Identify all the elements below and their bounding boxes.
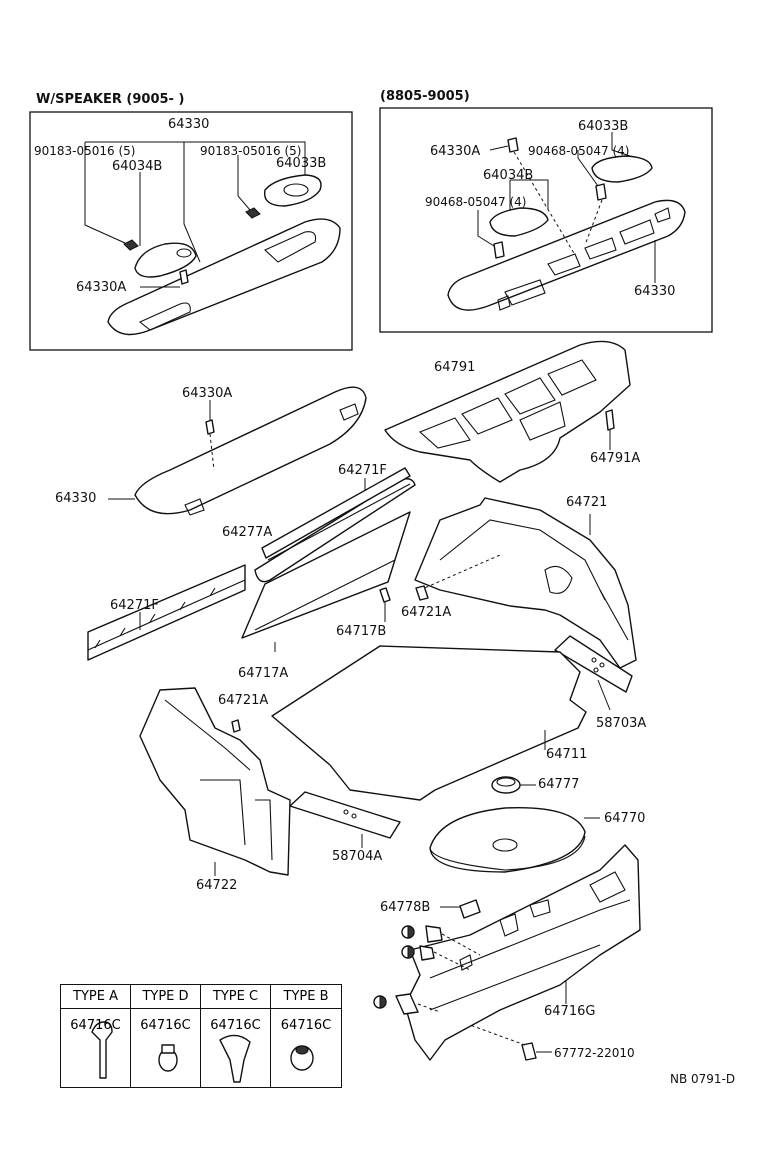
pad-64778B — [440, 899, 481, 919]
type-header-c: TYPE C — [201, 985, 270, 1009]
part-label-64778B: 64778B — [380, 900, 431, 915]
type-header-b: TYPE B — [271, 985, 341, 1009]
type-column-a: TYPE A 64716C — [61, 985, 131, 1087]
strip-64271F-upper — [254, 467, 416, 583]
part-label-64034B-earlier: 64034B — [483, 168, 534, 183]
w-speaker-package-tray — [84, 141, 341, 336]
strip-58704A — [289, 791, 401, 848]
type-part-b: 64716C — [280, 1018, 332, 1033]
part-label-64330: 64330 — [55, 491, 97, 506]
type-column-d: TYPE D 64716C — [131, 985, 201, 1087]
part-label-64721: 64721 — [566, 495, 608, 510]
part-label-64721A-left: 64721A — [218, 693, 269, 708]
part-label-64034B-speaker: 64034B — [112, 159, 163, 174]
type-column-c: TYPE C 64716C — [201, 985, 271, 1087]
part-label-67772: 67772-22010 — [554, 1046, 635, 1060]
side-trim-64722 — [139, 687, 291, 876]
strip-58703A — [554, 635, 633, 711]
rear-trim-64716G — [404, 844, 641, 1061]
earlier-package-tray — [447, 132, 686, 311]
part-label-90468-top: 90468-05047 (4) — [528, 144, 630, 158]
side-trim-64721 — [414, 497, 637, 669]
part-label-90468-left: 90468-05047 (4) — [425, 195, 527, 209]
part-label-64716G: 64716G — [544, 1004, 596, 1019]
type-header-d: TYPE D — [131, 985, 200, 1009]
board-64717A — [241, 511, 411, 652]
part-label-64330A-earlier: 64330A — [430, 144, 481, 159]
part-label-64033B-speaker: 64033B — [276, 156, 327, 171]
part-label-64330A-speaker: 64330A — [76, 280, 127, 295]
type-column-b: TYPE B 64716C — [271, 985, 341, 1087]
clip-type-table: TYPE A 64716C TYPE D 64716C TYPE C 64716… — [60, 984, 342, 1088]
type-part-a: 64716C — [70, 1018, 121, 1033]
panel-64791 — [384, 340, 631, 483]
part-label-64791: 64791 — [434, 360, 476, 375]
part-label-64717B: 64717B — [336, 624, 387, 639]
part-label-64717A: 64717A — [238, 666, 289, 681]
drawing-code: NB 0791-D — [670, 1072, 736, 1086]
part-label-58703A: 58703A — [596, 716, 647, 731]
w-speaker-box-title: W/SPEAKER (9005- ) — [36, 92, 185, 107]
mat-64711 — [271, 645, 587, 801]
part-label-64330-earlier: 64330 — [634, 284, 676, 299]
part-label-64271F-upper: 64271F — [338, 463, 387, 478]
part-label-90183-right: 90183-05016 (5) — [200, 144, 302, 158]
cover-64770 — [429, 807, 600, 873]
part-label-64330-speaker: 64330 — [168, 117, 210, 132]
earlier-box-title: (8805-9005) — [380, 89, 470, 104]
part-label-64770: 64770 — [604, 811, 646, 826]
part-label-90183-left: 90183-05016 (5) — [34, 144, 136, 158]
part-label-64711: 64711 — [546, 747, 588, 762]
part-label-58704A: 58704A — [332, 849, 383, 864]
part-label-64277A: 64277A — [222, 525, 273, 540]
type-header-a: TYPE A — [61, 985, 130, 1009]
w-speaker-frame — [29, 111, 353, 351]
type-clip-drawings — [91, 1021, 314, 1083]
part-label-64033B-earlier: 64033B — [578, 119, 629, 134]
clips-rear — [373, 925, 552, 1061]
part-label-64330A: 64330A — [182, 386, 233, 401]
earlier-frame — [379, 107, 713, 333]
package-tray-64330 — [108, 386, 367, 516]
type-part-c: 64716C — [210, 1018, 261, 1033]
strip-64271F-left — [87, 564, 246, 661]
part-label-64777: 64777 — [538, 777, 580, 792]
plug-64777 — [491, 776, 536, 794]
part-label-64722: 64722 — [196, 878, 238, 893]
part-label-64271F-left: 64271F — [110, 598, 159, 613]
part-label-64791A: 64791A — [590, 451, 641, 466]
part-label-64721A-right: 64721A — [401, 605, 452, 620]
type-part-d: 64716C — [140, 1018, 191, 1033]
